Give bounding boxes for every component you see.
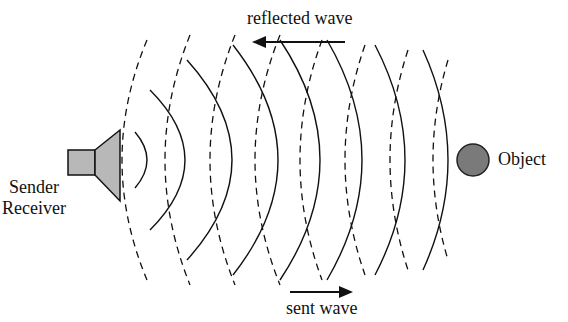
node-label: Sender Receiver xyxy=(2,177,66,219)
object-circle xyxy=(457,144,489,176)
sent-arrow xyxy=(290,286,353,298)
reflected-wave-arcs xyxy=(122,35,448,285)
sent-wave-arcs xyxy=(135,40,448,280)
node-label: Object xyxy=(498,149,546,170)
transducer-node: Sender Receiver xyxy=(0,125,125,230)
object-node: Object xyxy=(455,140,565,180)
wave-label: sent wave xyxy=(286,298,357,319)
reflected-arrow xyxy=(252,36,345,48)
speaker-cone xyxy=(95,130,120,201)
wave-label: reflected wave xyxy=(247,8,352,29)
speaker-body xyxy=(68,150,95,175)
